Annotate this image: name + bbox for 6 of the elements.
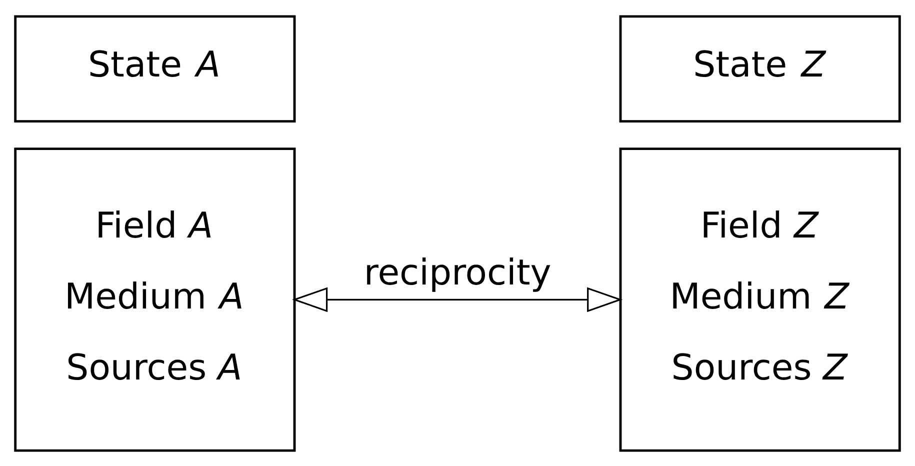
node-box: Field Z Medium Z Sources Z (619, 147, 901, 452)
node-box: Field A Medium A Sources A (14, 147, 296, 452)
edge-label: reciprocity (364, 252, 552, 293)
arrow (292, 286, 623, 312)
node-box: State A (14, 14, 296, 122)
node-box: State Z (619, 14, 901, 122)
